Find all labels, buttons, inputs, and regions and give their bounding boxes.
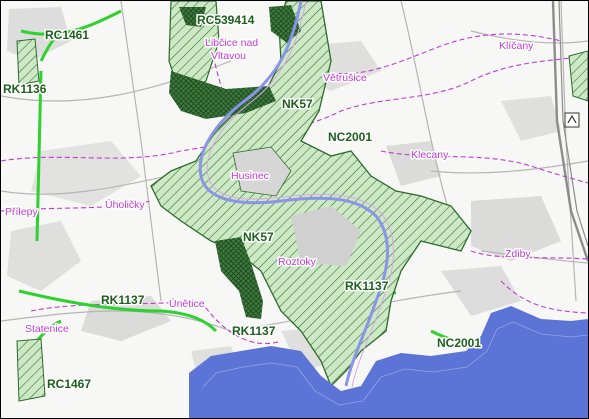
motorway-shield-icon — [564, 112, 580, 128]
label-rk1136: RK1136 — [3, 82, 47, 96]
habitat-core-south — [215, 237, 263, 319]
town-uholicky: Úholičky — [105, 198, 145, 211]
river-bank-line — [206, 1, 395, 388]
town-libcice-line2: Vltavou — [211, 50, 246, 62]
label-rc539414: RC539414 — [197, 13, 255, 27]
town-zdiby: Zdiby — [505, 248, 531, 260]
roztoky-builtup — [291, 206, 361, 266]
habitat-rc539414 — [168, 1, 220, 97]
corridor-code-labels: RC539414 RC1461 RK1136 NK57 NC2001 NK57 … — [2, 12, 483, 393]
motorway-second-carriageway — [558, 1, 588, 247]
prague-boundary-edge — [202, 321, 588, 406]
habitat-rc1467-patch — [16, 338, 46, 402]
town-unetice: Únětice — [169, 297, 205, 310]
town-roztoky: Roztoky — [278, 256, 317, 268]
label-nk57-south: NK57 — [243, 230, 274, 244]
label-rc1461: RC1461 — [45, 28, 89, 42]
label-nk57-north: NK57 — [282, 97, 313, 111]
town-labels: Libčice nad Vltavou Větrušice Klíčany Kl… — [4, 36, 536, 337]
town-libcice-line1: Libčice nad — [205, 37, 258, 49]
label-nc2001-south: NC2001 — [437, 336, 481, 350]
town-husinec: Husinec — [231, 170, 269, 182]
habitat-east-patch — [568, 50, 588, 102]
town-statenice: Statenice — [25, 323, 69, 335]
town-vetrusice: Větrušice — [323, 72, 367, 84]
habitat-rc539414-core — [179, 7, 206, 27]
town-klecany: Klecany — [411, 149, 449, 161]
label-rk1137-east: RK1137 — [345, 279, 389, 293]
label-rk1137-south: RK1137 — [232, 324, 276, 338]
vltava-river — [198, 1, 390, 387]
motorway — [551, 1, 588, 262]
label-rk1137-west: RK1137 — [101, 293, 145, 307]
label-rc1467: RC1467 — [47, 377, 91, 391]
husinec-builtup — [232, 146, 292, 197]
label-nc2001-north: NC2001 — [328, 130, 372, 144]
town-prilepy: Přílepy — [5, 206, 38, 218]
prague-boundary-water — [189, 306, 588, 418]
habitat-nk57-valley — [150, 1, 472, 388]
habitat-rk1136-patch — [16, 38, 40, 86]
town-klicany: Klíčany — [499, 40, 534, 52]
habitat-core-north — [169, 71, 276, 119]
